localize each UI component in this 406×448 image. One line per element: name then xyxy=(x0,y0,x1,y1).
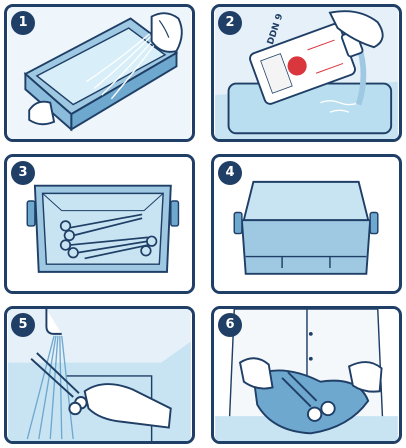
step-4-illustration xyxy=(214,157,399,291)
step-3-number: 3 xyxy=(11,161,35,185)
step-6-panel: 6 xyxy=(211,306,402,444)
step-6-illustration xyxy=(214,309,399,441)
step-2-number: 2 xyxy=(218,11,242,35)
step-1-panel: 1 xyxy=(4,4,195,142)
step-2-panel: DDN 9 2 xyxy=(211,4,402,142)
step-1-number: 1 xyxy=(11,11,35,35)
step-4-panel: 4 xyxy=(211,154,402,294)
step-5-illustration xyxy=(7,309,192,441)
step-5-number: 5 xyxy=(11,313,35,337)
step-1-illustration xyxy=(7,7,192,139)
step-6-number: 6 xyxy=(218,313,242,337)
step-5-panel: 5 xyxy=(4,306,195,444)
step-4-number: 4 xyxy=(218,161,242,185)
step-2-illustration xyxy=(214,7,399,139)
step-3-panel: 3 xyxy=(4,154,195,294)
step-3-illustration xyxy=(7,157,192,291)
